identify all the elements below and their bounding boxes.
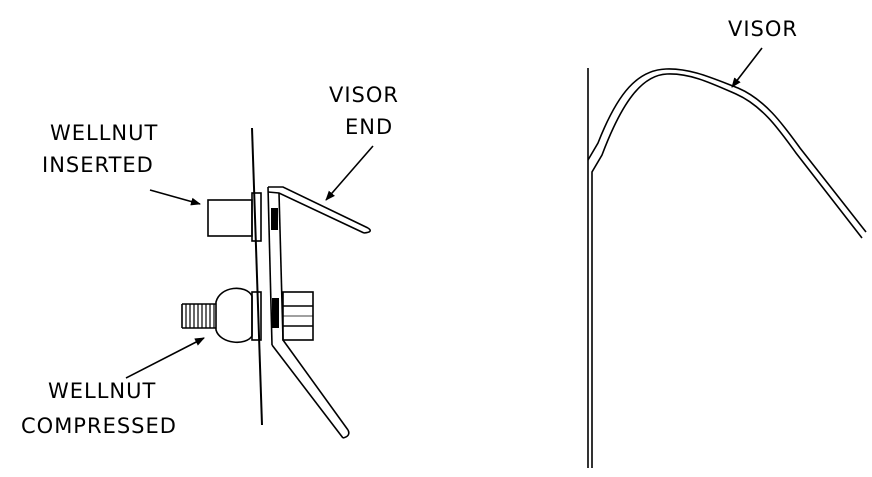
arrow-visor-end bbox=[325, 145, 374, 201]
label-visor-end-line2: END bbox=[345, 115, 393, 139]
rubber-mark-upper bbox=[271, 208, 278, 230]
label-visor: VISOR bbox=[728, 17, 798, 41]
wellnut-inserted-part bbox=[207, 192, 262, 242]
right-detail bbox=[587, 47, 867, 468]
label-wellnut-inserted-line1: WELLNUT bbox=[50, 121, 158, 145]
arrow-wellnut-compressed bbox=[125, 337, 205, 379]
visor-profile-inner bbox=[591, 73, 863, 468]
mounting-panel bbox=[251, 127, 263, 426]
label-wellnut-compressed-line1: WELLNUT bbox=[48, 379, 156, 403]
arrow-visor bbox=[731, 47, 763, 88]
left-detail bbox=[125, 127, 374, 439]
label-wellnut-inserted-line2: INSERTED bbox=[42, 153, 154, 177]
visor-profile-outer bbox=[587, 68, 867, 233]
rubber-mark-lower bbox=[272, 298, 279, 328]
wellnut-compressed-part bbox=[181, 287, 314, 343]
visor-bottom-flange bbox=[271, 339, 350, 439]
label-wellnut-compressed-line2: COMPRESSED bbox=[21, 414, 177, 438]
label-visor-end-line1: VISOR bbox=[329, 83, 399, 107]
visor-end-flange bbox=[267, 186, 372, 234]
arrow-wellnut-inserted bbox=[149, 189, 201, 206]
